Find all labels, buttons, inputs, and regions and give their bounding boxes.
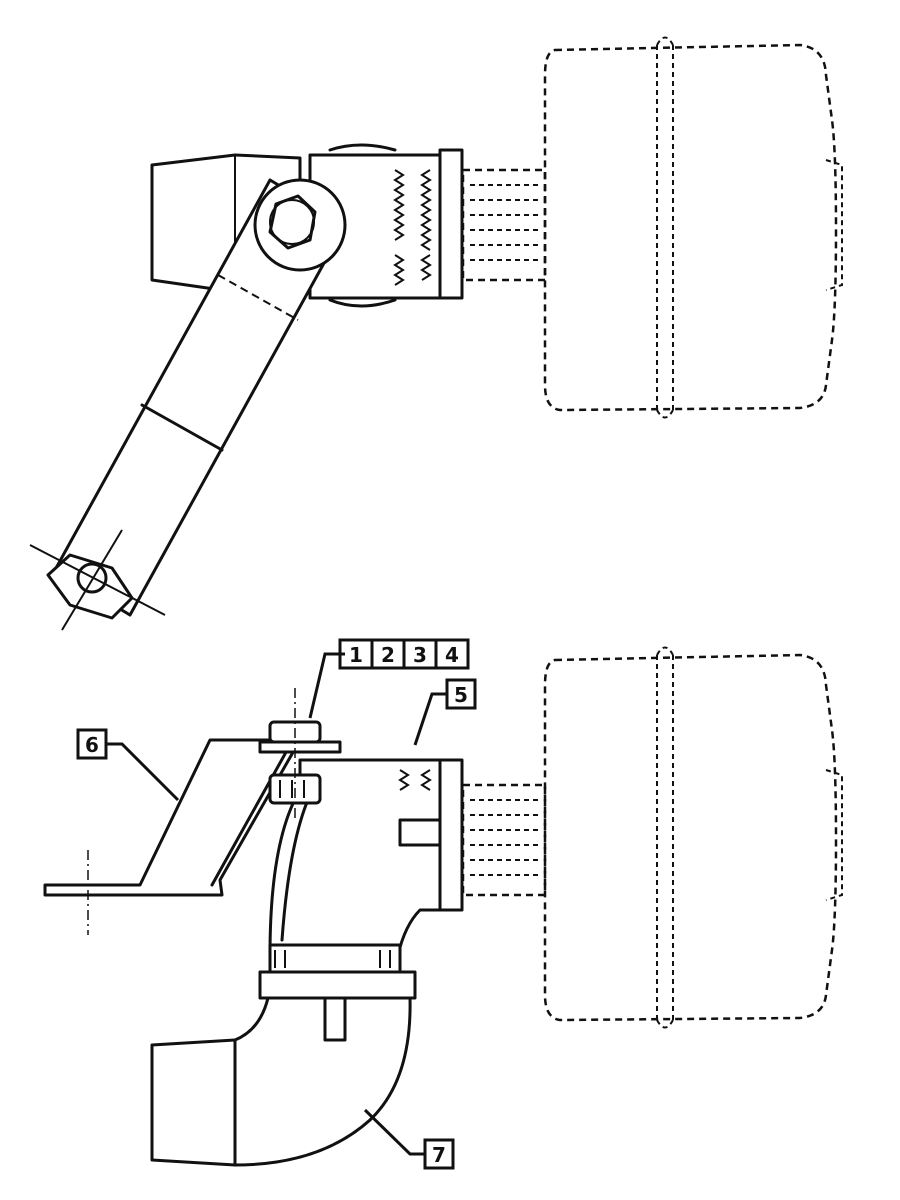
bolt-nut-stack [258, 688, 342, 822]
callout-group-1-4: 1 2 3 4 [308, 638, 470, 719]
mounting-bracket [43, 738, 302, 897]
callout-part-5: 5 [413, 678, 477, 746]
leader-group-1-4 [308, 652, 345, 719]
nipple-bottom-phantom [461, 783, 547, 897]
elbow-lower [150, 970, 417, 1167]
callout-label-2: 2 [381, 643, 395, 667]
tank-bottom-phantom [543, 646, 843, 1029]
callout-label-4: 4 [445, 643, 459, 667]
leader-part-6 [106, 742, 180, 802]
coupling-collar [268, 943, 402, 975]
elbow-upper [268, 758, 464, 957]
top-view [29, 36, 843, 631]
leader-part-5 [413, 692, 447, 746]
lever-end-hole [29, 529, 166, 631]
callout-label-7: 7 [432, 1143, 446, 1167]
valve-body-top [308, 143, 464, 308]
nipple-top-phantom [461, 168, 547, 282]
tank-top-phantom [543, 36, 843, 419]
callout-part-7: 7 [363, 1108, 455, 1170]
callout-label-3: 3 [413, 643, 427, 667]
hex-bolt-pivot [253, 178, 347, 272]
callout-label-6: 6 [85, 733, 99, 757]
leader-part-7 [363, 1108, 425, 1156]
callout-label-1: 1 [349, 643, 363, 667]
callout-part-6: 6 [76, 728, 180, 802]
callout-label-5: 5 [454, 683, 468, 707]
bottom-view [43, 646, 843, 1167]
